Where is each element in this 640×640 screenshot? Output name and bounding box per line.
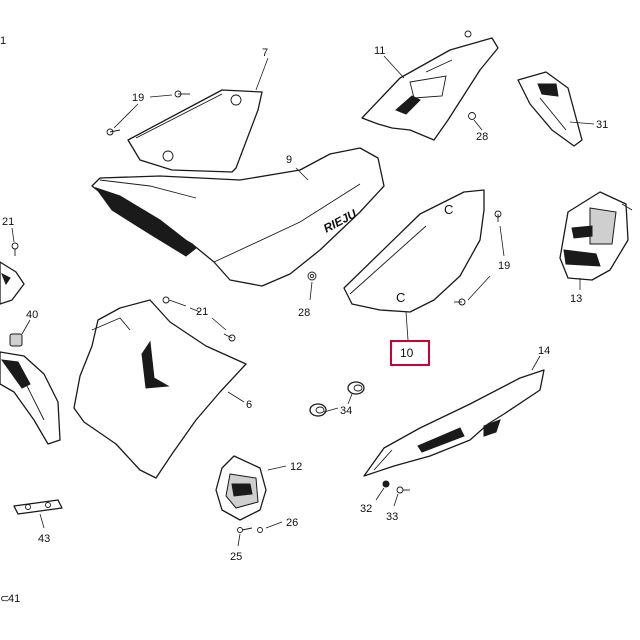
part-31-flap[interactable] — [517, 71, 595, 147]
screw-19-upper — [106, 90, 190, 136]
callout-6: 6 — [246, 399, 252, 411]
left-partial-guard[interactable] — [0, 351, 61, 445]
part-10-side-panel[interactable] — [343, 189, 485, 341]
screw-19-right — [454, 210, 505, 306]
part-7-side-cover[interactable] — [127, 57, 269, 173]
part-12-sprocket-cover[interactable] — [215, 455, 287, 521]
part-6-radiator-shroud[interactable] — [73, 299, 247, 479]
callout-9: 9 — [286, 154, 292, 166]
part-11-rear-fender[interactable] — [361, 30, 499, 141]
part-14-chain-guard[interactable] — [363, 355, 545, 477]
callout-21-shroud: 21 — [196, 306, 208, 318]
part-43-clip[interactable] — [13, 499, 63, 529]
callout-43: 43 — [38, 533, 50, 545]
part-13-frame-bracket[interactable] — [559, 191, 633, 290]
callout-28-upper: 28 — [476, 131, 488, 143]
panel-mark-upper: C — [444, 202, 453, 217]
parts-32-33-hardware — [375, 480, 410, 507]
nut-28-lower — [307, 271, 317, 301]
callout-41: 41 — [8, 593, 20, 605]
callout-41-prefix: ⊂ — [0, 593, 9, 605]
callout-10: 10 — [400, 346, 414, 360]
callout-21-left: 21 — [2, 216, 14, 228]
screw-21-shroud — [162, 296, 236, 342]
part-1-left-bracket[interactable] — [0, 261, 25, 305]
callout-7: 7 — [262, 47, 268, 59]
part-9-seat[interactable] — [91, 147, 385, 287]
callout-40: 40 — [26, 309, 38, 321]
callout-32: 32 — [360, 503, 372, 515]
bolt-28-upper — [468, 112, 483, 131]
callout-26: 26 — [286, 517, 298, 529]
panel-mark-lower: C — [396, 290, 405, 305]
callout-19-right: 19 — [498, 260, 510, 272]
parts-25-26-screws — [237, 521, 283, 547]
callout-25: 25 — [230, 551, 242, 563]
callout-28-lower: 28 — [298, 307, 310, 319]
part-34-clamps[interactable] — [309, 381, 365, 417]
callout-31: 31 — [596, 119, 608, 131]
callout-33: 33 — [386, 511, 398, 523]
part-40-rubber-bush[interactable] — [9, 319, 31, 347]
callout-10-highlight[interactable] — [390, 340, 430, 366]
callout-11: 11 — [374, 45, 385, 57]
callout-34: 34 — [340, 405, 352, 417]
screw-21-left — [11, 227, 19, 256]
callout-1: 1 — [0, 35, 6, 47]
callout-13: 13 — [570, 293, 582, 305]
callout-14: 14 — [538, 345, 550, 357]
callout-19-upper: 19 — [132, 92, 144, 104]
callout-12: 12 — [290, 461, 302, 473]
